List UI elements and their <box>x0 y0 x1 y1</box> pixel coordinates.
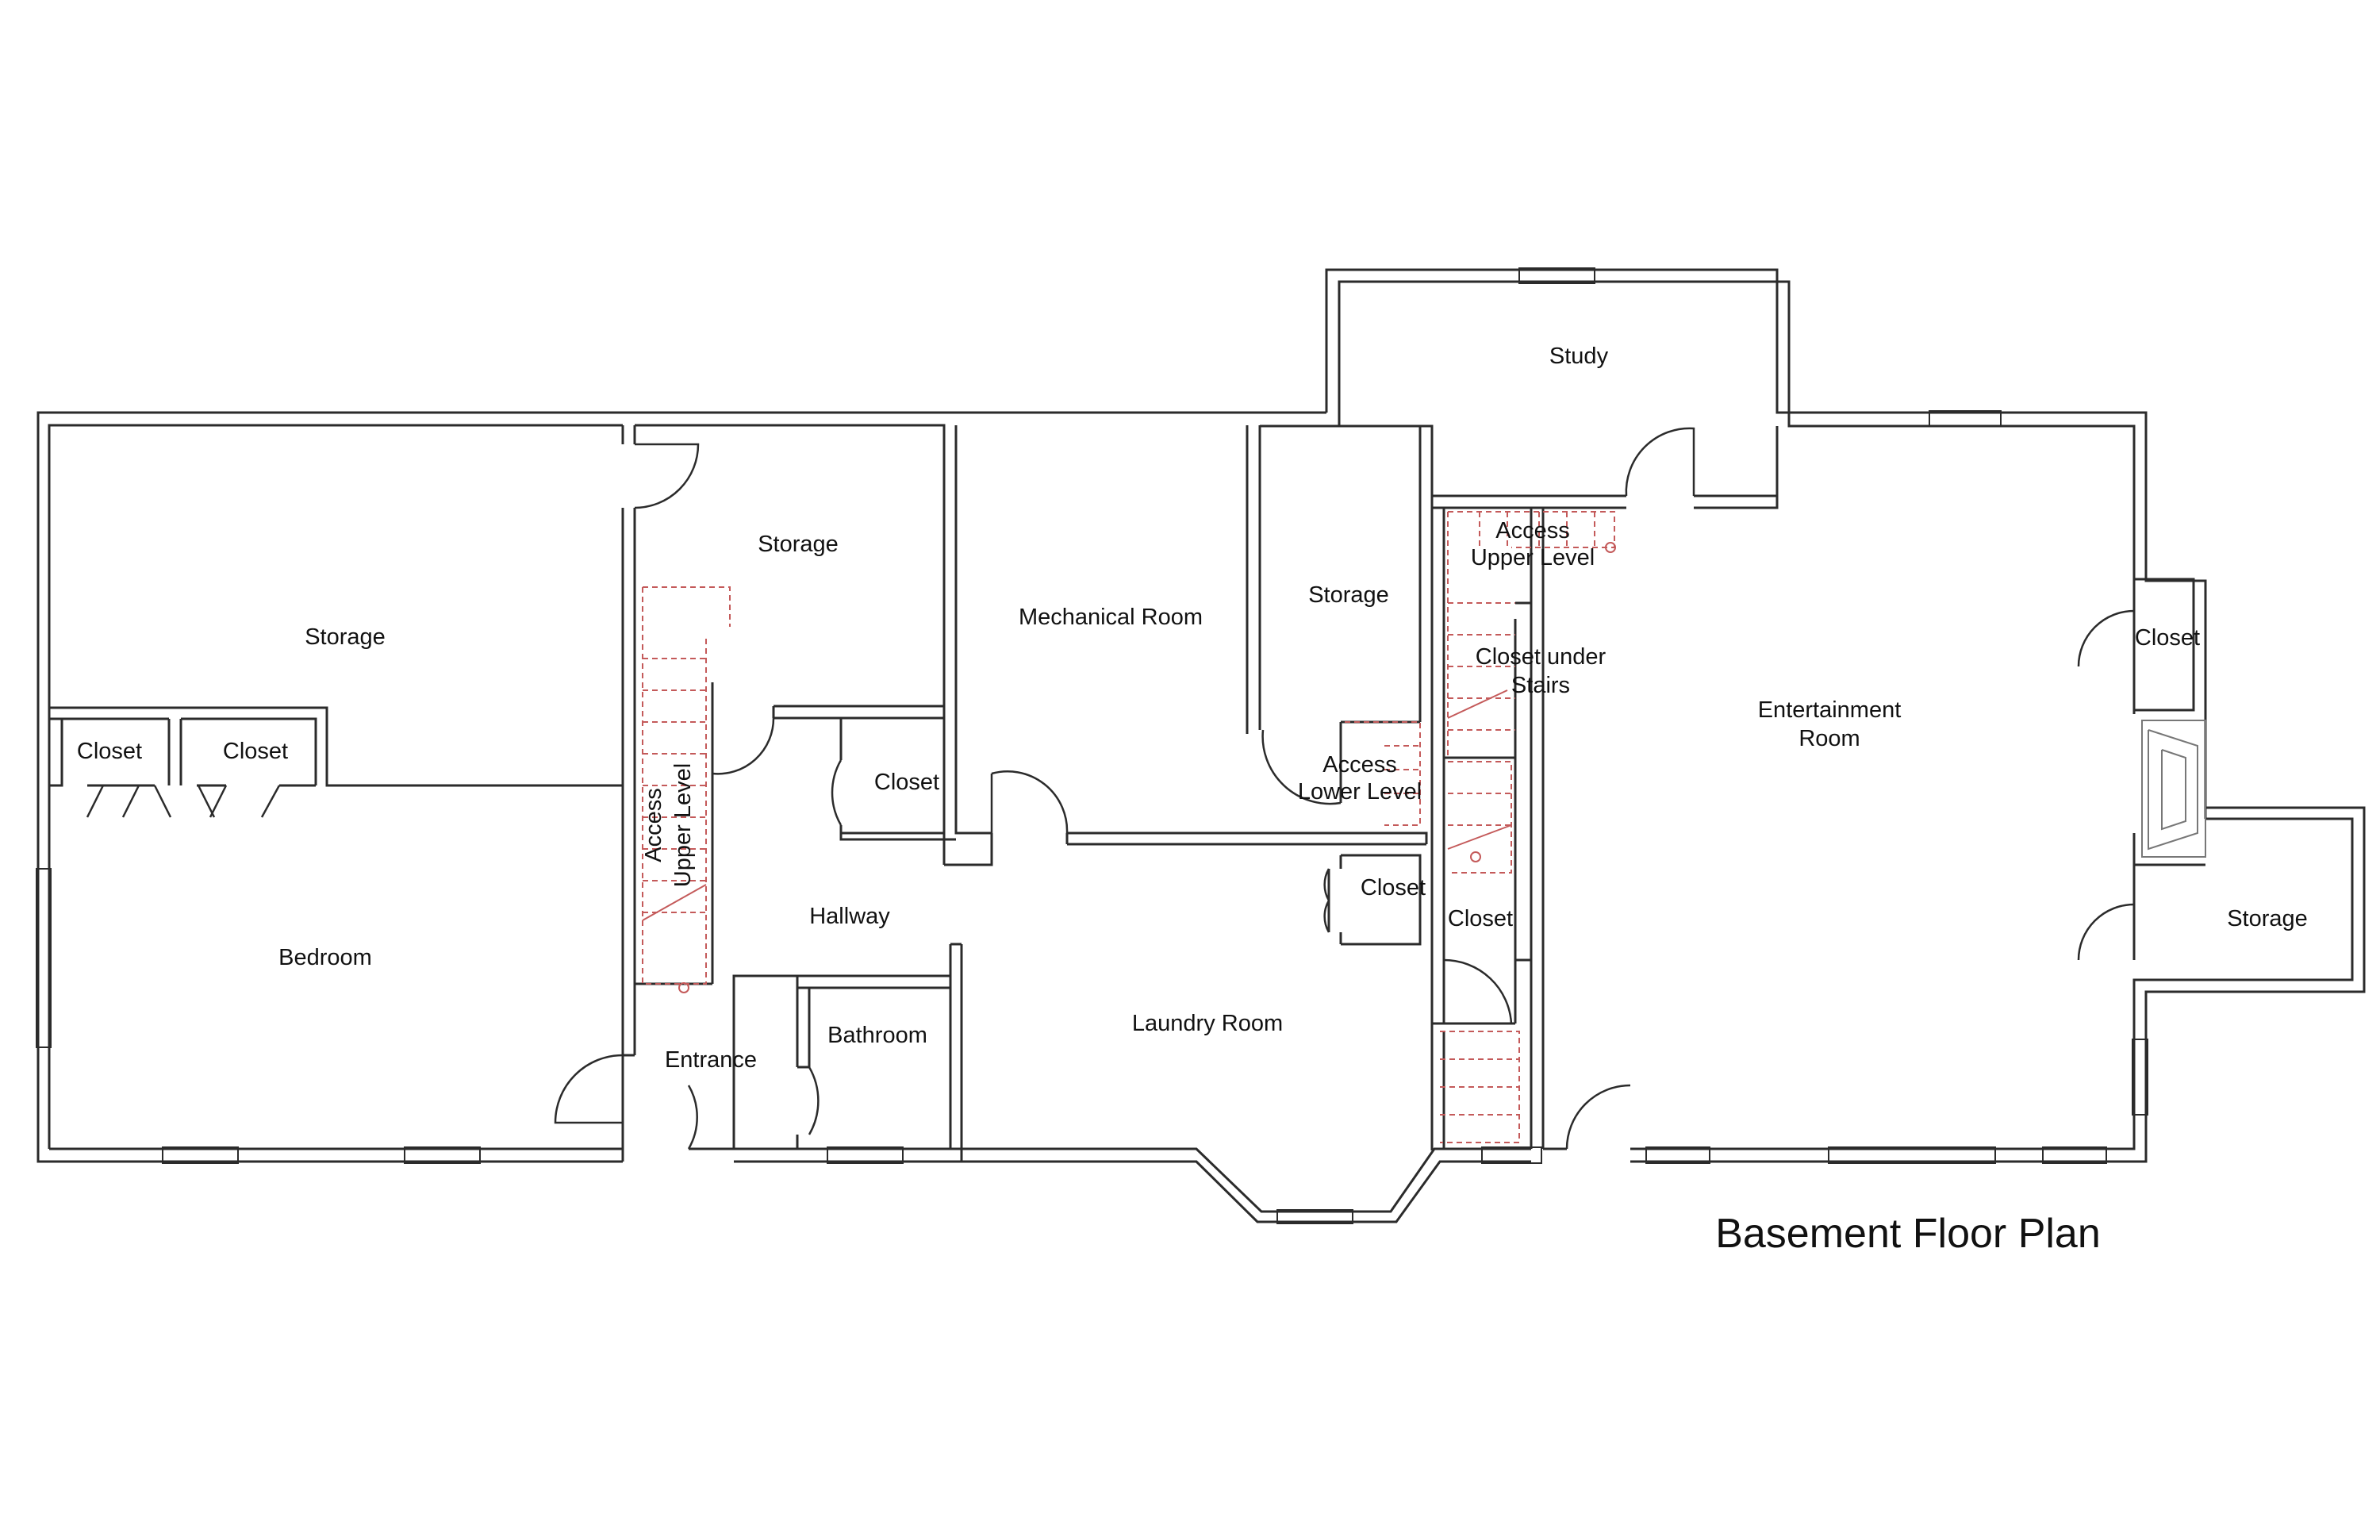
label-bedroom: Bedroom <box>278 945 372 970</box>
label-entertainment-2: Room <box>1798 726 1860 751</box>
interior-walls <box>49 424 1779 1150</box>
label-closet-stair: Closet <box>1448 906 1513 931</box>
label-storage-right: Storage <box>1308 582 1389 608</box>
label-storage-large: Storage <box>305 624 386 650</box>
label-entrance: Entrance <box>665 1047 757 1073</box>
doors <box>86 427 2135 1150</box>
label-closet-left-2: Closet <box>223 739 288 764</box>
exterior-walls <box>36 268 2366 1223</box>
label-bathroom: Bathroom <box>827 1023 927 1048</box>
label-access-lower-2: Lower Level <box>1298 779 1422 805</box>
label-laundry-room: Laundry Room <box>1132 1011 1283 1036</box>
label-storage-ent: Storage <box>2227 906 2308 931</box>
label-access-lower-1: Access <box>1322 752 1396 778</box>
label-closet-center: Closet <box>874 770 939 795</box>
label-closet-ent: Closet <box>2135 625 2200 651</box>
plan-title: Basement Floor Plan <box>1715 1211 2101 1257</box>
label-access-upper-left-1: Access <box>641 788 666 862</box>
label-entertainment-1: Entertainment <box>1758 697 1902 723</box>
label-study: Study <box>1549 344 1609 369</box>
label-closet-under-stairs-2: Stairs <box>1511 673 1570 698</box>
label-mechanical-room: Mechanical Room <box>1019 605 1203 630</box>
fireplace <box>2141 720 2206 858</box>
label-access-upper-right-1: Access <box>1495 518 1569 543</box>
label-hallway: Hallway <box>809 904 890 929</box>
label-access-upper-left-2: Upper Level <box>670 763 696 887</box>
label-storage-center: Storage <box>758 532 839 557</box>
label-closet-laundry: Closet <box>1361 875 1426 901</box>
label-access-upper-right-2: Upper Level <box>1471 545 1595 570</box>
stairs <box>642 511 1616 1143</box>
room-labels: Study Storage Closet Closet Bedroom Stor… <box>77 344 2308 1257</box>
label-closet-under-stairs-1: Closet under <box>1476 644 1606 670</box>
windows <box>36 267 2148 1224</box>
label-closet-left-1: Closet <box>77 739 142 764</box>
